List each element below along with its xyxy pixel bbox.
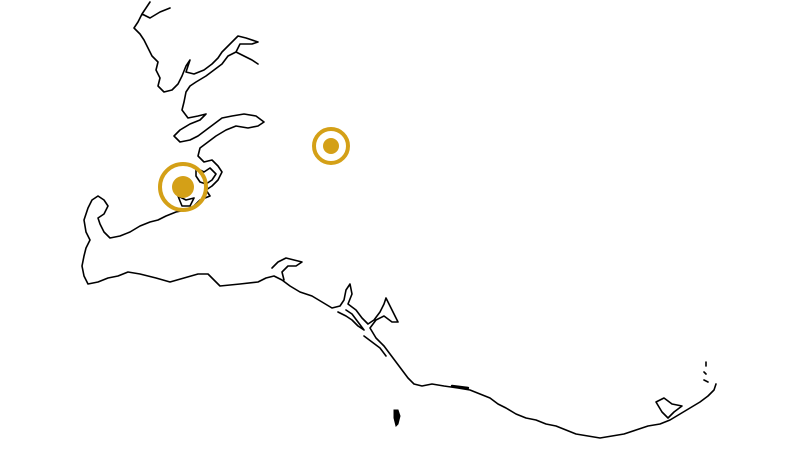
eastern-islets [703,361,709,383]
location-target-icon[interactable] [158,162,208,212]
coastline [81,1,717,439]
location-target-icon[interactable] [312,127,350,165]
central-inlet [337,309,387,357]
location-dot [323,138,339,154]
estuary-detail [177,167,217,207]
coastal-bar [450,384,470,390]
location-ring [158,162,208,212]
eastern-headland [655,397,683,419]
inlet-detail [271,257,303,281]
offshore-island [393,409,401,427]
location-dot [172,176,194,198]
location-ring [312,127,350,165]
